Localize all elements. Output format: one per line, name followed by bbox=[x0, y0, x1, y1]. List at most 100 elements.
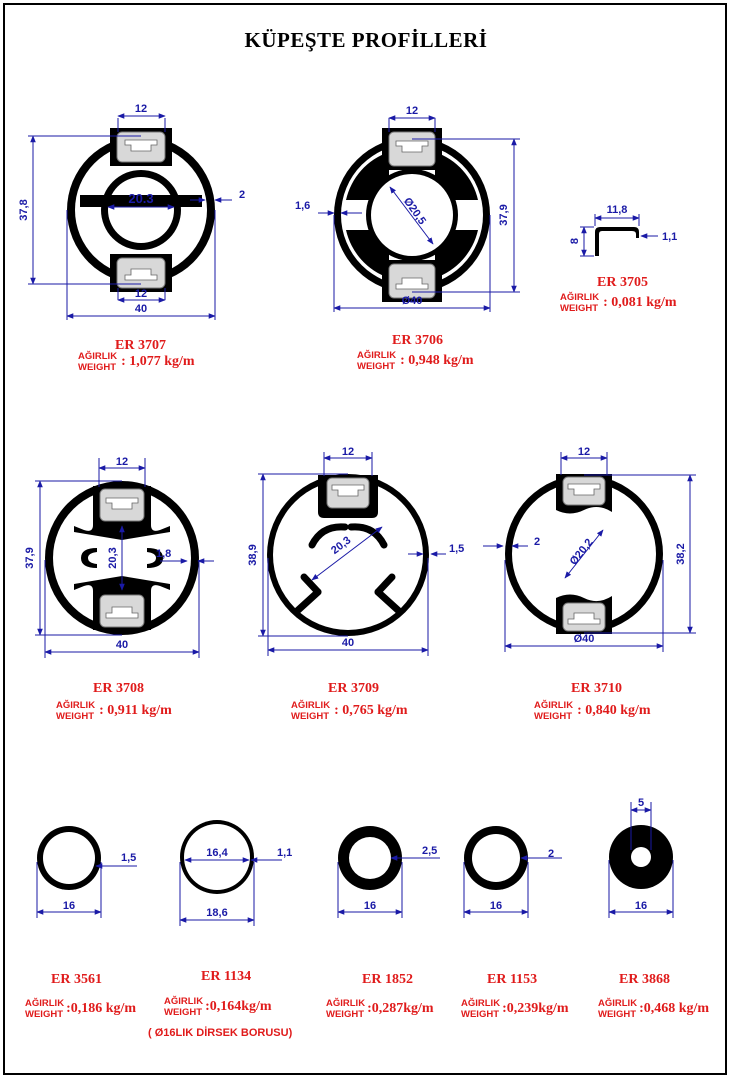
profile-er-1153-drawing: 2 16 bbox=[463, 826, 562, 918]
er-3710-dim-wall: 2 bbox=[534, 536, 540, 548]
er-3709-dim-height: 38,9 bbox=[247, 544, 259, 565]
er-3707-dim-wall: 2 bbox=[239, 189, 245, 201]
page-border bbox=[3, 3, 727, 1075]
er-3710-dim-width: Ø40 bbox=[574, 633, 595, 645]
profile-er-3710-drawing: 12 Ø20,2 2 38,2 Ø40 bbox=[483, 446, 696, 652]
profile-er-1134-drawing: 16,4 1,1 18,6 bbox=[179, 820, 292, 926]
profile-er-3705-drawing: 11,8 8 1,1 bbox=[569, 204, 677, 257]
er-1153-dim-wall: 2 bbox=[548, 848, 554, 860]
profile-er-3868-drawing: 5 16 bbox=[608, 797, 674, 918]
er-3706-code: ER 3706 bbox=[392, 333, 443, 348]
weight-label-en: WEIGHT bbox=[291, 711, 329, 722]
profile-er-3709-drawing: 12 20,3 1,5 38,9 40 bbox=[247, 446, 464, 656]
weight-label-en: WEIGHT bbox=[164, 1007, 202, 1018]
er-3706-weight-value: : 0,948 kg/m bbox=[400, 353, 474, 368]
er-3709-code: ER 3709 bbox=[328, 681, 379, 696]
er-1134-code: ER 1134 bbox=[201, 969, 252, 984]
er-3561-dim-width: 16 bbox=[63, 900, 75, 912]
er-3710-code: ER 3710 bbox=[571, 681, 622, 696]
er-1134-note: ( Ø16LIK DİRSEK BORUSU) bbox=[148, 1027, 293, 1039]
weight-label-en: WEIGHT bbox=[534, 711, 572, 722]
weight-label-tr: AĞIRLIK bbox=[25, 998, 65, 1009]
weight-label-tr: AĞIRLIK bbox=[291, 700, 331, 711]
er-3868-dim-hole: 5 bbox=[638, 797, 644, 809]
weight-label-en: WEIGHT bbox=[357, 361, 395, 372]
er-3708-dim-wall: 1,8 bbox=[156, 548, 171, 560]
weight-label-tr: AĞIRLIK bbox=[598, 998, 638, 1009]
er-3709-weight-value: : 0,765 kg/m bbox=[334, 703, 408, 718]
er-1852-code: ER 1852 bbox=[362, 972, 413, 987]
er-3706-dim-left: 1,6 bbox=[295, 200, 310, 212]
er-3710-dim-height: 38,2 bbox=[675, 543, 687, 564]
er-3561-code: ER 3561 bbox=[51, 972, 102, 987]
er-3708-code: ER 3708 bbox=[93, 681, 144, 696]
weight-label-tr: AĞIRLIK bbox=[164, 996, 204, 1007]
er-3707-dim-bottom: 12 bbox=[135, 288, 147, 300]
weight-label-tr: AĞIRLIK bbox=[560, 292, 600, 303]
er-3708-dim-width: 40 bbox=[116, 639, 128, 651]
er-3706-dim-height: 37,9 bbox=[498, 204, 510, 225]
er-3710-dim-top: 12 bbox=[578, 446, 590, 458]
er-3707-dim-top: 12 bbox=[135, 103, 147, 115]
profile-er-3707-drawing: 12 12 20.3 2 37,8 40 bbox=[18, 103, 245, 320]
weight-label-en: WEIGHT bbox=[560, 303, 598, 314]
er-3708-dim-top: 12 bbox=[116, 456, 128, 468]
er-1852-dim-width: 16 bbox=[364, 900, 376, 912]
er-3561-dim-wall: 1,5 bbox=[121, 852, 136, 864]
er-3707-code: ER 3707 bbox=[115, 338, 166, 353]
er-1153-dim-width: 16 bbox=[490, 900, 502, 912]
weight-label-tr: AĞIRLIK bbox=[56, 700, 96, 711]
er-3707-weight-value: : 1,077 kg/m bbox=[121, 354, 195, 369]
er-3707-dim-width: 40 bbox=[135, 303, 147, 315]
profile-er-3706-drawing: 12 1,6 Ø20,5 37,9 Ø40 bbox=[295, 105, 520, 312]
er-1153-code: ER 1153 bbox=[487, 972, 538, 987]
profile-er-3708-drawing: 12 20,3 1,8 37,9 40 bbox=[24, 456, 214, 658]
er-3868-dim-width: 16 bbox=[635, 900, 647, 912]
weight-label-en: WEIGHT bbox=[461, 1009, 499, 1020]
er-3705-dim-wall: 1,1 bbox=[662, 231, 677, 243]
weight-label-tr: AĞIRLIK bbox=[461, 998, 501, 1009]
er-3710-weight-value: : 0,840 kg/m bbox=[577, 703, 651, 718]
er-3705-weight-value: : 0,081 kg/m bbox=[603, 295, 677, 310]
er-1852-dim-wall: 2,5 bbox=[422, 845, 437, 857]
er-3709-dim-width: 40 bbox=[342, 637, 354, 649]
er-1134-weight-value: :0,164kg/m bbox=[205, 999, 272, 1014]
er-3705-dim-height: 8 bbox=[569, 238, 581, 244]
er-3706-dim-top: 12 bbox=[406, 105, 418, 117]
profile-er-1852-drawing: 2,5 16 bbox=[337, 826, 440, 918]
er-3561-weight-value: :0,186 kg/m bbox=[66, 1001, 137, 1016]
weight-label-tr: AĞIRLIK bbox=[357, 350, 397, 361]
er-3706-dim-width: Ø40 bbox=[402, 295, 423, 307]
er-3709-dim-wall: 1,5 bbox=[449, 543, 464, 555]
er-3707-dim-height: 37,8 bbox=[18, 199, 30, 220]
er-3705-dim-width: 11,8 bbox=[607, 204, 628, 216]
weight-label-tr: AĞIRLIK bbox=[534, 700, 574, 711]
er-1134-dim-wall: 1,1 bbox=[277, 847, 292, 859]
weight-label-en: WEIGHT bbox=[56, 711, 94, 722]
page-title: KÜPEŞTE PROFİLLERİ bbox=[244, 28, 488, 52]
er-3708-dim-height: 37,9 bbox=[24, 547, 36, 568]
er-3709-dim-top: 12 bbox=[342, 446, 354, 458]
er-3708-dim-inner: 20,3 bbox=[107, 547, 119, 568]
er-3705-code: ER 3705 bbox=[597, 275, 648, 290]
er-3868-code: ER 3868 bbox=[619, 972, 670, 987]
weight-label-tr: AĞIRLIK bbox=[78, 351, 118, 362]
weight-label-tr: AĞIRLIK bbox=[326, 998, 366, 1009]
er-3708-weight-value: : 0,911 kg/m bbox=[99, 703, 172, 718]
er-3868-weight-value: :0,468 kg/m bbox=[639, 1001, 710, 1016]
er-1134-dim-inner: 16,4 bbox=[206, 847, 228, 859]
er-3707-dim-inner: 20.3 bbox=[128, 191, 153, 206]
weight-label-en: WEIGHT bbox=[598, 1009, 636, 1020]
profile-er-3561-drawing: 1,5 16 bbox=[36, 826, 137, 918]
